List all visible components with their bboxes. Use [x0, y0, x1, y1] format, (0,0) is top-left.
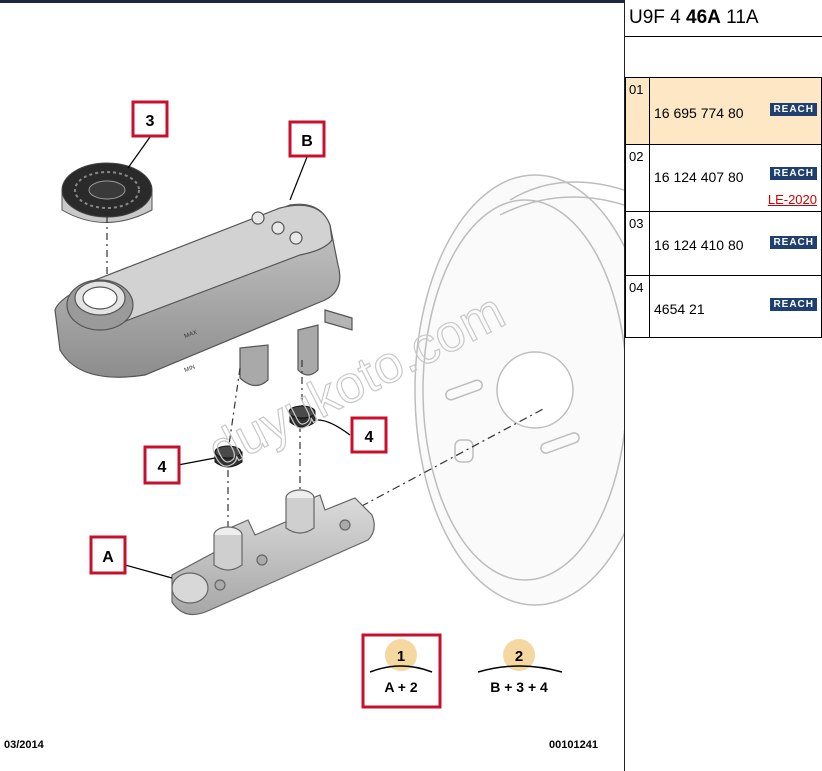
- ref-suffix: 11A: [720, 7, 759, 28]
- reach-badge: REACH: [770, 236, 817, 249]
- part-index: 03: [626, 212, 650, 275]
- leader-lines: [124, 136, 351, 579]
- part-number: 16 695 774 80: [654, 105, 744, 121]
- exploded-diagram: MAX MIN 3 B 4: [54, 100, 624, 709]
- ref-prefix: U9F 4: [629, 7, 687, 28]
- ref-bold: 46A: [686, 7, 721, 28]
- top-rule: [0, 0, 624, 3]
- reach-badge: REACH: [770, 298, 817, 311]
- kit-2[interactable]: 2 B + 3 + 4: [477, 639, 563, 695]
- fluid-reservoir: MAX MIN: [54, 203, 353, 387]
- header-spacer: [625, 37, 822, 77]
- callout-label: 3: [146, 113, 155, 130]
- footer-code: 00101241: [549, 739, 598, 751]
- brake-booster: [414, 174, 624, 606]
- reach-badge: REACH: [770, 167, 817, 180]
- kit-formula: B + 3 + 4: [490, 679, 548, 695]
- kit-number: 1: [397, 648, 405, 665]
- panel-divider: [624, 0, 625, 771]
- part-number: 16 124 407 80: [654, 169, 744, 185]
- part-row-02[interactable]: 02 16 124 407 80 REACH LE-2020: [625, 145, 822, 212]
- grommet-seal: [214, 405, 316, 468]
- kit-number: 2: [515, 648, 523, 665]
- kit-1[interactable]: 1 A + 2: [361, 633, 442, 709]
- svg-text:MIN: MIN: [184, 364, 196, 373]
- callout-label: B: [301, 133, 313, 150]
- callout-3[interactable]: 3: [131, 100, 169, 138]
- part-row-04[interactable]: 04 4654 21 REACH: [625, 276, 822, 338]
- svg-text:MAX: MAX: [184, 330, 198, 340]
- part-index: 02: [626, 145, 650, 211]
- part-row-01[interactable]: 01 16 695 774 80 REACH: [625, 78, 822, 145]
- callout-a[interactable]: A: [89, 535, 127, 575]
- part-index: 01: [626, 78, 650, 144]
- axis-line: [344, 407, 546, 516]
- callout-4-right[interactable]: 4: [350, 416, 388, 454]
- reach-badge: REACH: [770, 103, 817, 116]
- master-cylinder: [171, 489, 375, 616]
- part-number: 16 124 410 80: [654, 237, 744, 253]
- parts-list: 01 16 695 774 80 REACH 02 16 124 407 80 …: [625, 77, 822, 338]
- footer-date: 03/2014: [4, 739, 44, 751]
- kit-formula: A + 2: [384, 679, 418, 695]
- part-index: 04: [626, 276, 650, 337]
- axis-left: [227, 367, 241, 453]
- callout-label: A: [102, 549, 114, 566]
- part-number: 4654 21: [654, 301, 705, 317]
- callout-4-left[interactable]: 4: [143, 445, 181, 485]
- callout-label: 4: [158, 459, 167, 476]
- parts-panel: U9F 4 46A 11A 01 16 695 774 80 REACH 02 …: [625, 0, 822, 771]
- part-note-link[interactable]: LE-2020: [767, 192, 817, 207]
- part-row-03[interactable]: 03 16 124 410 80 REACH: [625, 212, 822, 276]
- reference-header: U9F 4 46A 11A: [625, 0, 822, 37]
- callout-label: 4: [365, 429, 374, 446]
- callout-b[interactable]: B: [288, 120, 326, 158]
- reservoir-cap: [61, 162, 153, 223]
